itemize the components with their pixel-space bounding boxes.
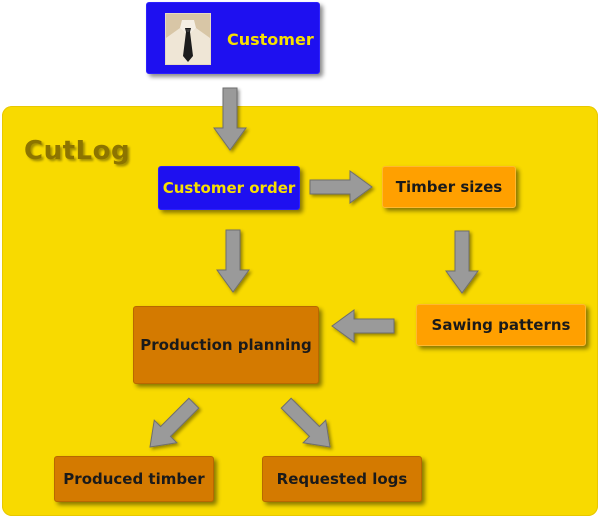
customer-node: Customer (146, 2, 320, 74)
arrow-order-to-sizes (309, 170, 373, 204)
timber-sizes-label: Timber sizes (395, 178, 503, 196)
requested-logs-label: Requested logs (276, 470, 408, 488)
arrow-planning-to-produced (149, 397, 200, 448)
produced-timber-node: Produced timber (54, 456, 214, 502)
arrow-sawing-to-planning (331, 309, 395, 343)
customer-avatar-icon (165, 13, 211, 65)
arrow-planning-to-requested (280, 397, 331, 448)
customer-label: Customer (227, 29, 314, 49)
production-planning-node: Production planning (133, 306, 319, 384)
sawing-patterns-label: Sawing patterns (431, 316, 571, 334)
arrow-sizes-to-sawing (445, 230, 479, 294)
sawing-patterns-node: Sawing patterns (416, 304, 586, 346)
arrow-customer-to-order (213, 87, 247, 151)
requested-logs-node: Requested logs (262, 456, 422, 502)
production-planning-label: Production planning (140, 336, 312, 354)
customer-order-node: Customer order (158, 166, 300, 210)
timber-sizes-node: Timber sizes (382, 166, 516, 208)
produced-timber-label: Produced timber (63, 470, 205, 488)
diagram-title: CutLog (24, 136, 131, 166)
arrow-order-to-planning (216, 229, 250, 293)
customer-order-label: Customer order (162, 179, 296, 197)
